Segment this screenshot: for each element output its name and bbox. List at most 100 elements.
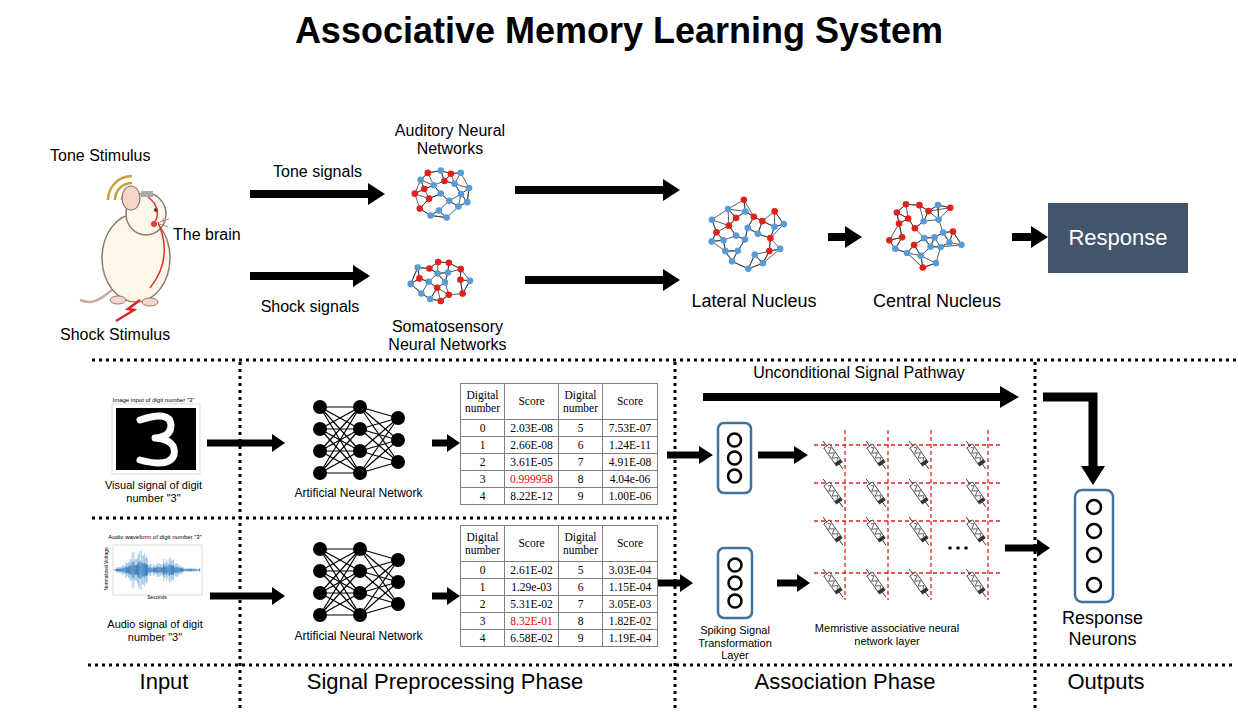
ann-neuron (353, 564, 367, 578)
memristor-symbol (969, 574, 982, 590)
section-divider (92, 359, 1236, 362)
memristor-symbol (910, 572, 928, 594)
waveform-sample (160, 565, 161, 576)
table-cell: 7 (559, 454, 603, 471)
memristor-symbol (912, 446, 925, 462)
memristor-symbol (824, 444, 842, 466)
waveform-sample (171, 565, 172, 575)
memristor-symbol (866, 569, 886, 597)
section-divider (92, 517, 675, 520)
table-cell: 2 (461, 454, 505, 471)
network-neuron (708, 238, 715, 245)
table-cell: 1.19E-04 (603, 630, 658, 647)
network-neuron (920, 264, 927, 271)
ann-neuron (353, 466, 367, 480)
network-neuron (759, 260, 766, 267)
flow-arrow (657, 574, 693, 592)
memristor-symbol (877, 497, 885, 504)
waveform-sample (119, 568, 120, 573)
waveform-sample (133, 562, 134, 579)
flow-arrow (207, 434, 285, 452)
network-neuron (441, 178, 448, 185)
network-neuron (751, 251, 758, 258)
waveform-sample (169, 559, 170, 582)
table-cell: 6 (559, 579, 603, 596)
waveform-sample (146, 556, 147, 583)
memristor-symbol (967, 520, 985, 542)
table-header: Digital number (559, 526, 603, 562)
network-neuron (742, 208, 749, 215)
waveform-sample (142, 555, 143, 584)
ann-neuron (391, 433, 405, 447)
waveform-sample (134, 559, 135, 580)
arrow-shaft (207, 440, 273, 447)
network-neuron (886, 237, 893, 244)
waveform-sample (155, 568, 156, 572)
waveform-sample (194, 569, 195, 571)
somatosensory-network: Somatosensory Neural Networks (370, 252, 525, 358)
memristor-symbol (966, 441, 986, 469)
waveform-sample (120, 567, 121, 573)
waveform-sample (149, 565, 150, 576)
network-neuron (767, 235, 774, 242)
waveform-sample (121, 567, 122, 572)
memristor-symbol (863, 515, 888, 547)
network-neuron (905, 215, 912, 222)
memristor-symbol (963, 515, 988, 547)
table-cell: 9 (559, 488, 603, 505)
table-cell: 4.91E-08 (603, 454, 658, 471)
section-divider (88, 360, 1236, 708)
network-neuron (918, 252, 925, 259)
network-neuron (426, 265, 433, 272)
signal-arrow (758, 452, 796, 459)
memristor-symbol (834, 497, 842, 504)
table-cell: 3.61E-05 (505, 454, 559, 471)
table-header: Digital number (461, 526, 505, 562)
node-text: Somatosensory Neural Networks (370, 318, 525, 355)
ann-neuron (391, 553, 405, 567)
memristor-symbol (910, 482, 928, 504)
ann-graphic (313, 542, 405, 622)
waveform-sample (187, 568, 188, 572)
network-neuron (457, 276, 464, 283)
waveform-sample (119, 569, 120, 571)
memristor-symbol (877, 535, 885, 542)
response-box: Response (1048, 203, 1188, 273)
flow-arrow (432, 434, 460, 452)
waveform-sample (180, 566, 181, 575)
network-neuron (937, 244, 944, 251)
node-text: Auditory Neural Networks (385, 122, 515, 159)
node-text: Shock Stimulus (60, 326, 190, 344)
waveform-sample (137, 557, 138, 582)
spiking-neuron-box (728, 470, 741, 483)
rat-illustration (122, 186, 140, 210)
waveform-sample (164, 567, 165, 574)
ann-neuron (353, 542, 367, 556)
waveform-sample (191, 569, 192, 571)
response-neuron-box (1087, 548, 1101, 562)
spiking-neuron-box (718, 548, 752, 618)
network-neuron (445, 269, 452, 276)
auditory-network: Auditory Neural Networks (385, 122, 515, 228)
waveform-sample (178, 567, 179, 573)
visual-input: Image input of digit number "3"Visual si… (100, 395, 207, 510)
waveform-sample (124, 568, 125, 572)
section-label: Signal Preprocessing Phase (285, 669, 605, 694)
waveform-sample (124, 568, 125, 572)
waveform-sample (197, 569, 198, 571)
flow-arrow (828, 226, 862, 248)
network-neuron (427, 296, 434, 303)
waveform-sample (123, 568, 124, 573)
arrow-head (447, 434, 460, 452)
table-cell: 4 (461, 630, 505, 647)
memristor-symbol (912, 574, 925, 590)
score-table-grid: Digital numberScoreDigital numberScore02… (460, 525, 658, 647)
arrow-shaft (1012, 233, 1032, 241)
waveform-sample (115, 569, 116, 571)
memristor-symbol (912, 522, 925, 538)
crossbar-wire (887, 430, 888, 600)
network-neuron (414, 264, 421, 271)
memristor-symbol (863, 567, 888, 599)
memristor-symbol (834, 535, 842, 542)
arrow-shaft (432, 593, 448, 600)
